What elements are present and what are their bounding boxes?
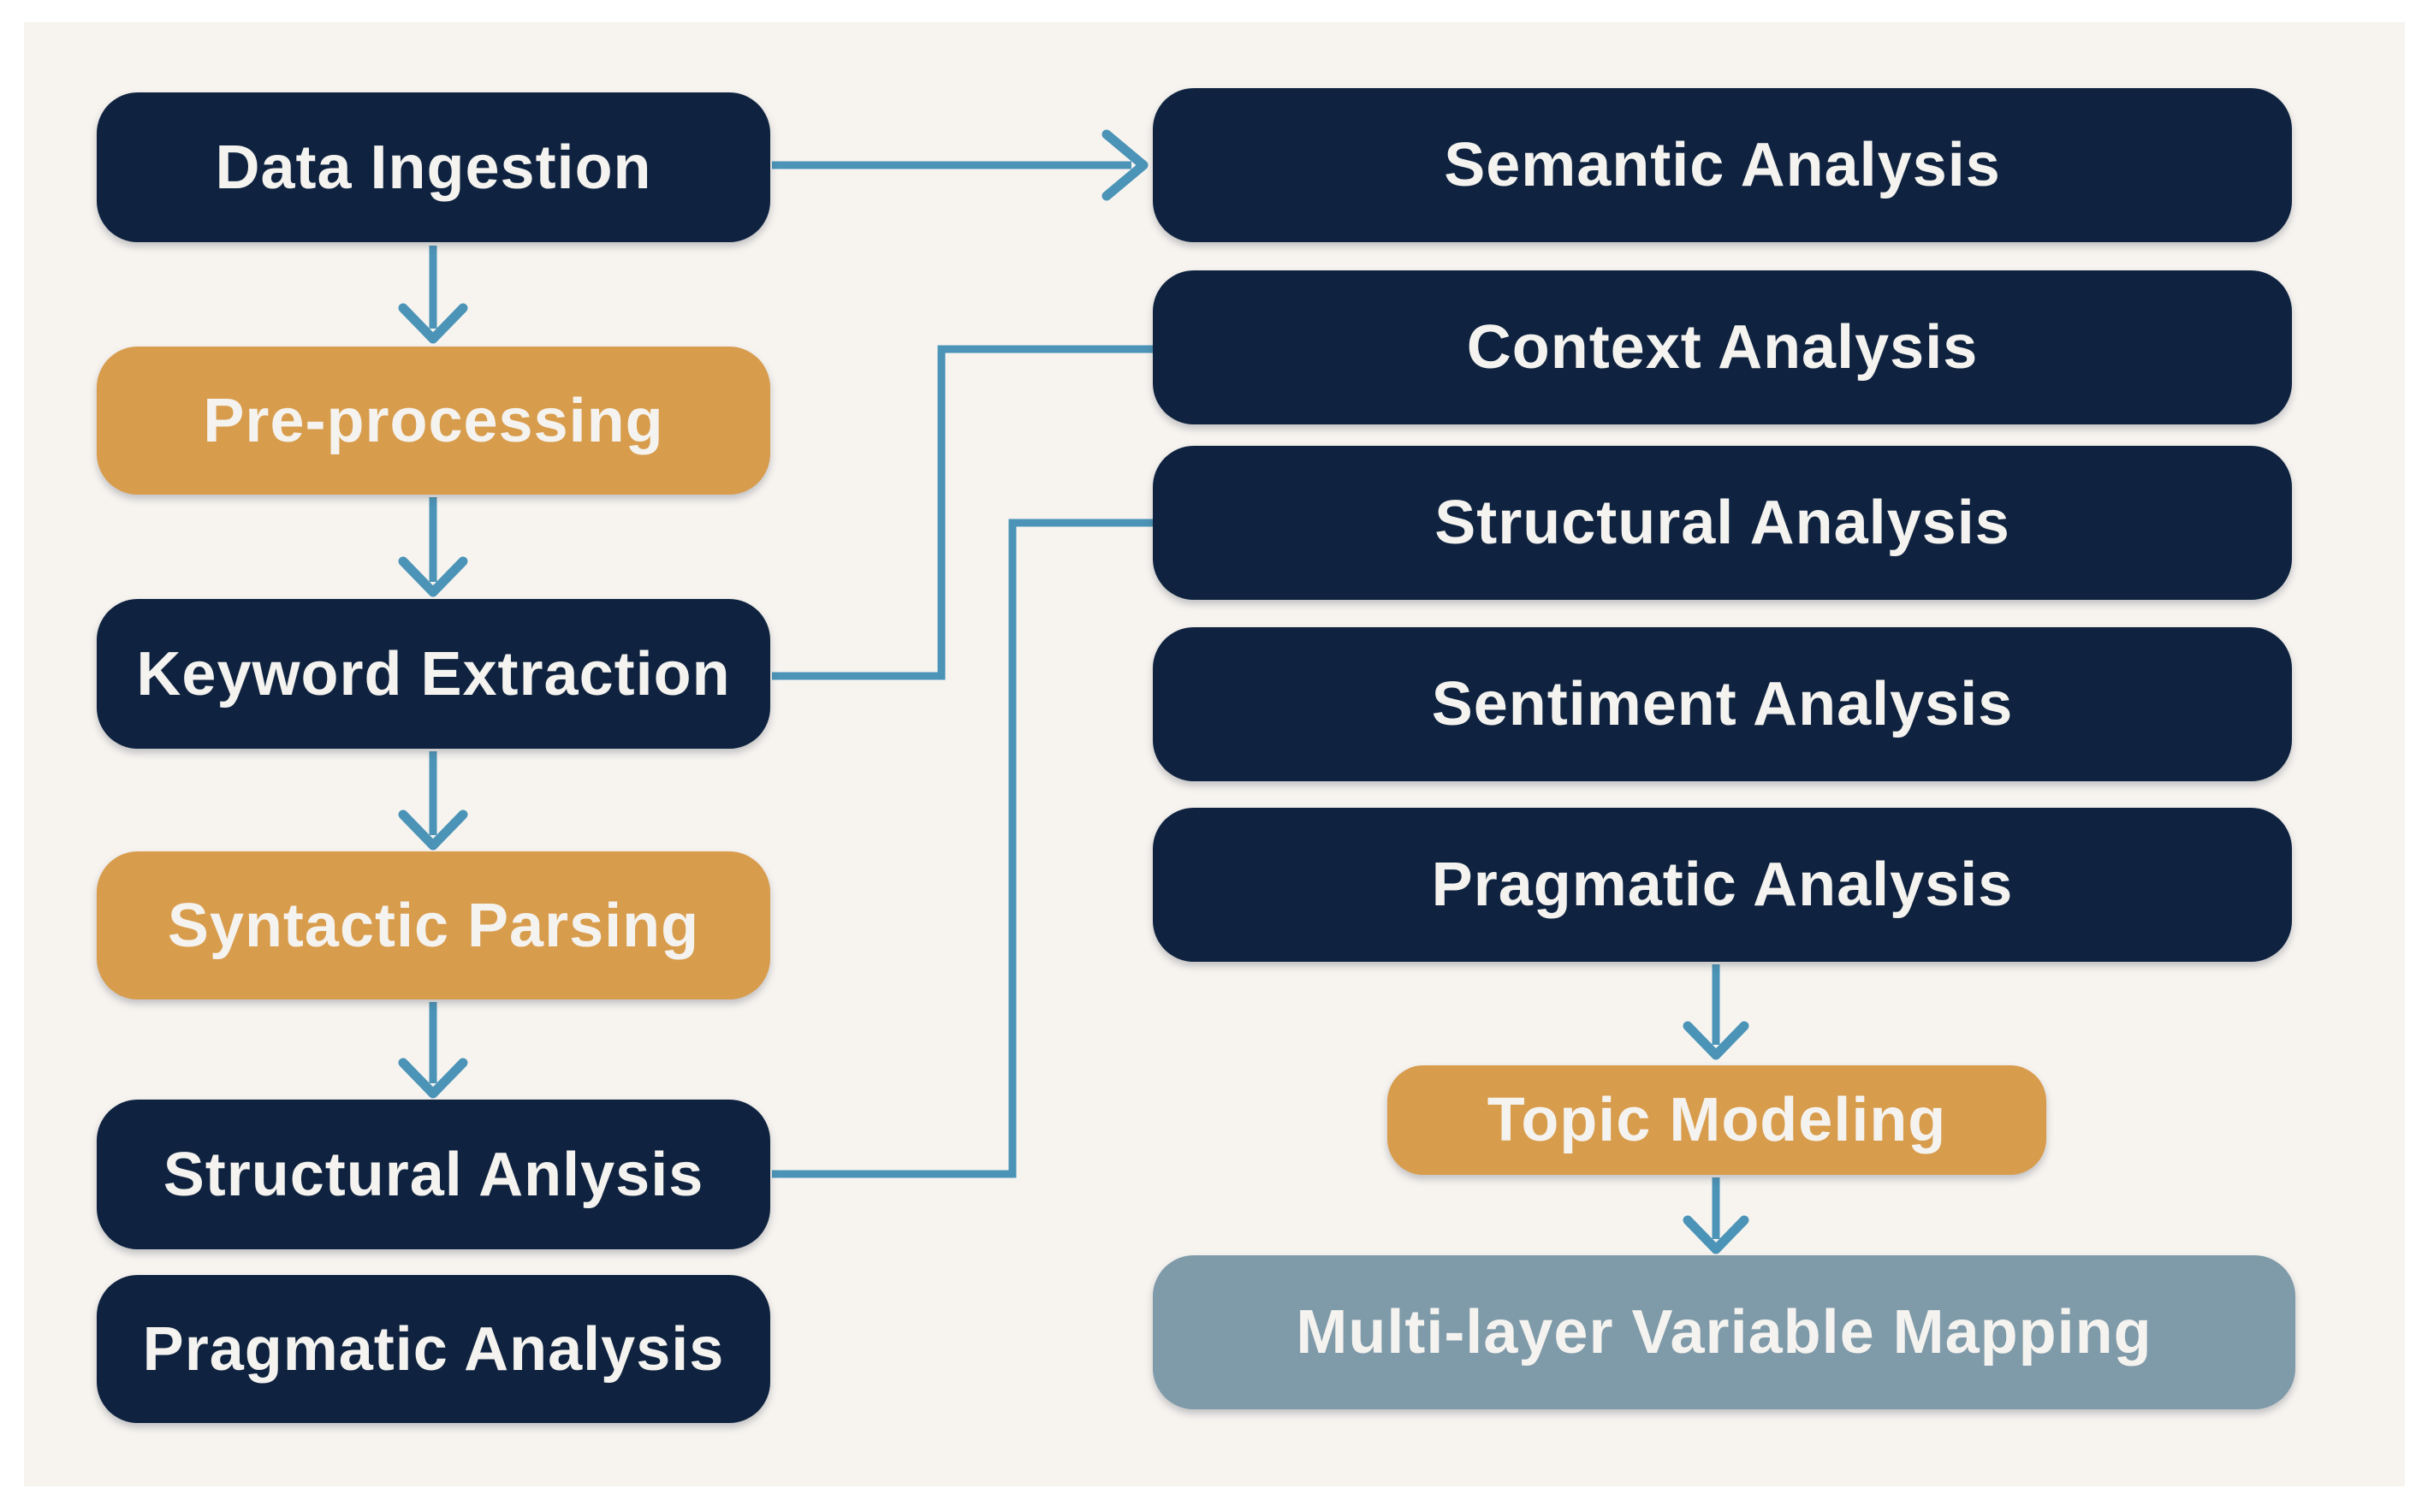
node-semantic-analysis: Semantic Analysis [1153,88,2292,242]
node-sentiment-analysis: Sentiment Analysis [1153,627,2292,781]
node-syntactic-parsing: Syntactic Parsing [97,851,770,999]
node-topic-modeling: Topic Modeling [1387,1065,2046,1175]
node-multi-layer-variable-mapping: Multi-layer Variable Mapping [1153,1255,2295,1409]
node-structural-anlysis: Structural Anlysis [97,1100,770,1249]
node-context-analysis: Context Analysis [1153,270,2292,424]
node-pragmatic-analysis-right: Pragmatic Analysis [1153,808,2292,962]
node-structural-analysis: Structural Analysis [1153,446,2292,600]
node-keyword-extraction: Keyword Extraction [97,599,770,749]
node-pre-processing: Pre-processing [97,347,770,495]
node-data-ingestion: Data Ingestion [97,92,770,242]
node-pragmatic-analysis-left: Pragmatic Analysis [97,1275,770,1423]
